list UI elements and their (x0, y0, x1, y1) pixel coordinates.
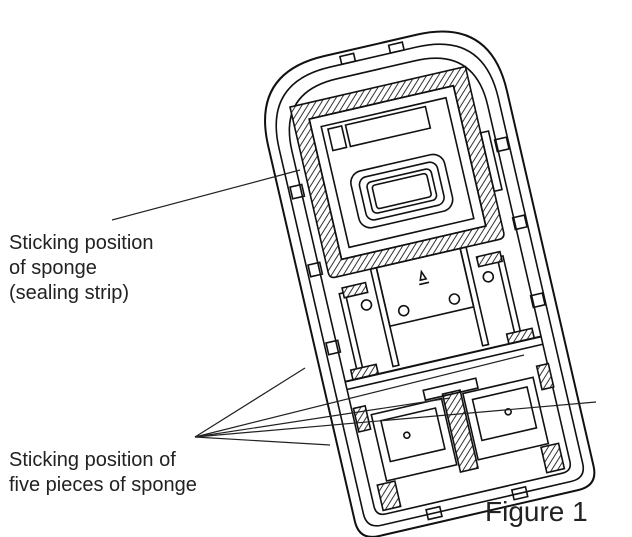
five-label-line-2: five pieces of sponge (9, 474, 197, 496)
sealing-label-line-1: Sticking position (9, 232, 154, 254)
sealing-label-line-2: of sponge (9, 257, 97, 279)
figure-caption: Figure 1 (485, 496, 588, 527)
device-body (264, 30, 596, 537)
five-label-line-1: Sticking position of (9, 449, 176, 471)
leader-lines (111, 169, 597, 446)
sealing-label-line-3: (sealing strip) (9, 282, 130, 304)
five-sponges-label: Sticking position of five pieces of spon… (9, 448, 197, 498)
sealing-strip-label: Sticking position of sponge (sealing str… (9, 231, 154, 306)
